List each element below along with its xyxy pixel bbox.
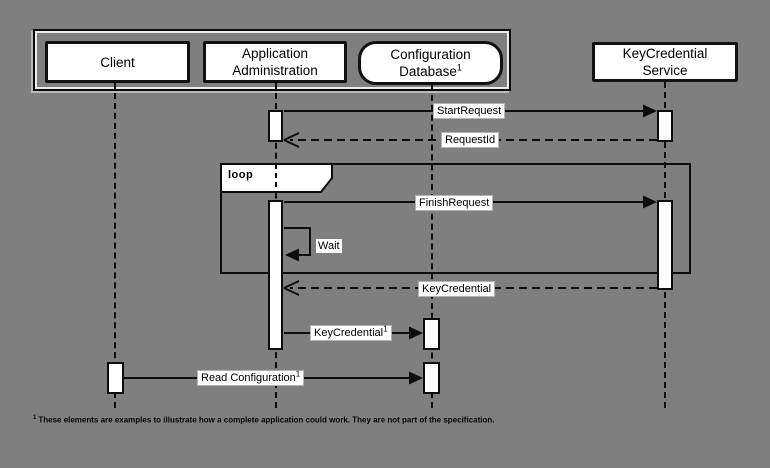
activation-appadmin-startrequest (268, 110, 283, 142)
message-label-finish-request: FinishRequest (415, 195, 494, 211)
actor-client-label: Client (100, 54, 135, 70)
actor-keycredential-service-label-line1: KeyCredential (622, 46, 708, 61)
actor-configuration-database-label-line2: Database1 (399, 62, 462, 79)
activation-appadmin-loop (268, 200, 283, 350)
message-label-start-request: StartRequest (433, 103, 506, 119)
message-label-request-id: RequestId (441, 132, 500, 148)
message-label-read-configuration: Read Configuration1 (197, 369, 305, 386)
actor-configuration-database-footnote-ref: 1 (456, 62, 462, 73)
message-label-key-credential-return: KeyCredential (418, 281, 496, 297)
actor-configuration-database: Configuration Database1 (358, 41, 503, 85)
key-credential-footnote-ref: 1 (383, 324, 388, 334)
actor-keycredential-service-label-line2: Service (642, 63, 688, 78)
lifeline-client (114, 83, 116, 408)
actor-application-administration-label-line2: Administration (232, 63, 318, 78)
actor-application-administration-label-line1: Application (241, 46, 309, 61)
loop-operator-label: loop (228, 169, 254, 181)
activation-keycred-finishrequest (657, 200, 673, 290)
actor-configuration-database-label-line1: Configuration (390, 47, 471, 62)
read-configuration-footnote-ref: 1 (295, 369, 301, 379)
participants-frame (33, 29, 511, 91)
activation-configdb-keycredential (423, 318, 440, 350)
loop-fragment-frame (220, 163, 691, 274)
actor-client: Client (45, 41, 190, 83)
actor-application-administration: Application Administration (203, 41, 347, 83)
actor-keycredential-service: KeyCredential Service (592, 42, 738, 82)
lifeline-configuration-database (431, 85, 433, 408)
footnote-text: These elements are examples to illustrat… (38, 415, 495, 425)
message-label-wait: Wait (316, 239, 342, 253)
footnote-ref-number: 1 (33, 415, 37, 421)
activation-configdb-readconfig (423, 362, 440, 394)
activation-keycred-startrequest (657, 110, 673, 142)
message-label-key-credential-store: KeyCredential1 (310, 325, 392, 341)
activation-client-readconfig (107, 362, 124, 394)
